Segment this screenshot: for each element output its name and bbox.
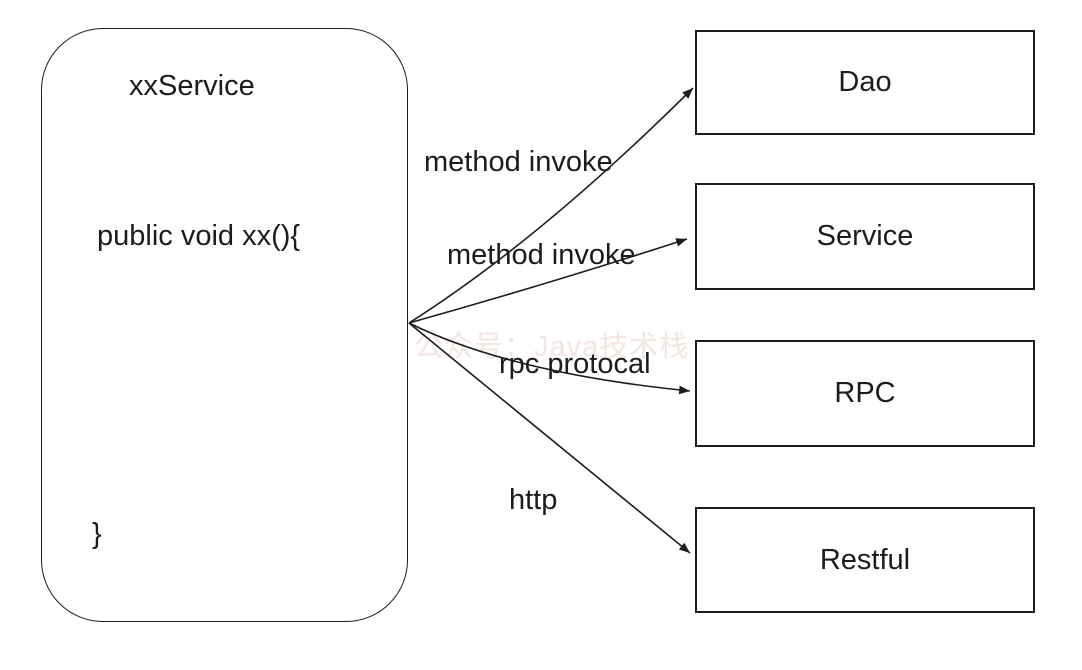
edge-label-rpc-protocal: rpc protocal [499,348,651,380]
target-box-restful: Restful [695,507,1035,613]
target-box-dao: Dao [695,30,1035,135]
edge-arrow-rpc [408,322,691,395]
service-block: xxService public void xx(){ } [41,28,408,622]
edge-arrow-service [408,238,688,324]
watermark-text: 公众号：Java技术栈 [414,331,690,363]
target-label-service: Service [816,220,914,252]
target-label-dao: Dao [838,66,892,98]
target-label-rpc: RPC [834,377,896,409]
edge-arrow-dao [408,87,694,324]
edge-label-http: http [509,484,558,516]
edge-arrow-restful [408,322,691,554]
edge-label-method-invoke-dao: method invoke [424,146,613,178]
service-code-close: } [92,518,102,550]
target-label-restful: Restful [819,543,911,576]
target-box-service: Service [695,183,1035,290]
target-box-rpc: RPC [695,340,1035,447]
service-code-open: public void xx(){ [97,220,301,252]
edge-label-method-invoke-service: method invoke [447,239,636,271]
service-block-title: xxService [129,70,255,102]
